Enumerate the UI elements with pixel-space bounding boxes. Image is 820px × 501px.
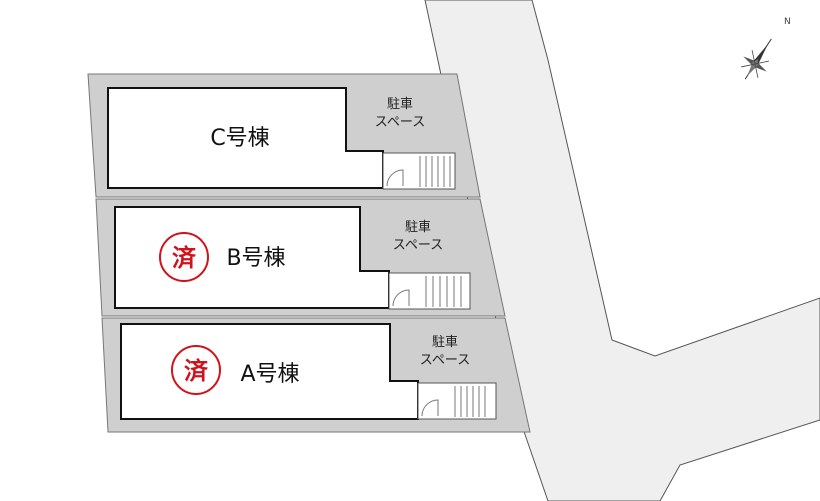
lot-c: C号棟 駐車 スペース	[87, 73, 481, 198]
entrance-steps-b	[388, 272, 471, 310]
parking-c-label-line2: スペース	[375, 115, 425, 130]
entrance-steps-a	[417, 382, 497, 420]
parking-b-label-line1: 駐車	[405, 220, 431, 235]
lot-b: 済 B号棟 駐車 スペース	[95, 198, 506, 317]
building-c-footprint	[107, 87, 384, 189]
parking-b-label-line2: スペース	[393, 238, 443, 253]
building-b-label: B号棟	[226, 246, 285, 271]
building-a-footprint	[120, 323, 419, 420]
entrance-steps-c	[382, 152, 456, 190]
sold-stamp-b: 済	[159, 232, 209, 282]
parking-a-label-line2: スペース	[420, 353, 470, 368]
north-label: N	[784, 17, 791, 27]
sold-stamp-a: 済	[171, 345, 221, 395]
sold-stamp-b-text: 済	[172, 244, 197, 272]
sold-stamp-a-text: 済	[184, 357, 209, 385]
lot-a: 済 A号棟 駐車 スペース	[101, 317, 531, 433]
building-c-label: C号棟	[210, 126, 269, 151]
north-arrow-icon	[741, 38, 772, 80]
parking-c-label-line1: 駐車	[387, 97, 413, 112]
parking-a-label-line1: 駐車	[432, 335, 458, 350]
building-a-label: A号棟	[240, 362, 299, 387]
